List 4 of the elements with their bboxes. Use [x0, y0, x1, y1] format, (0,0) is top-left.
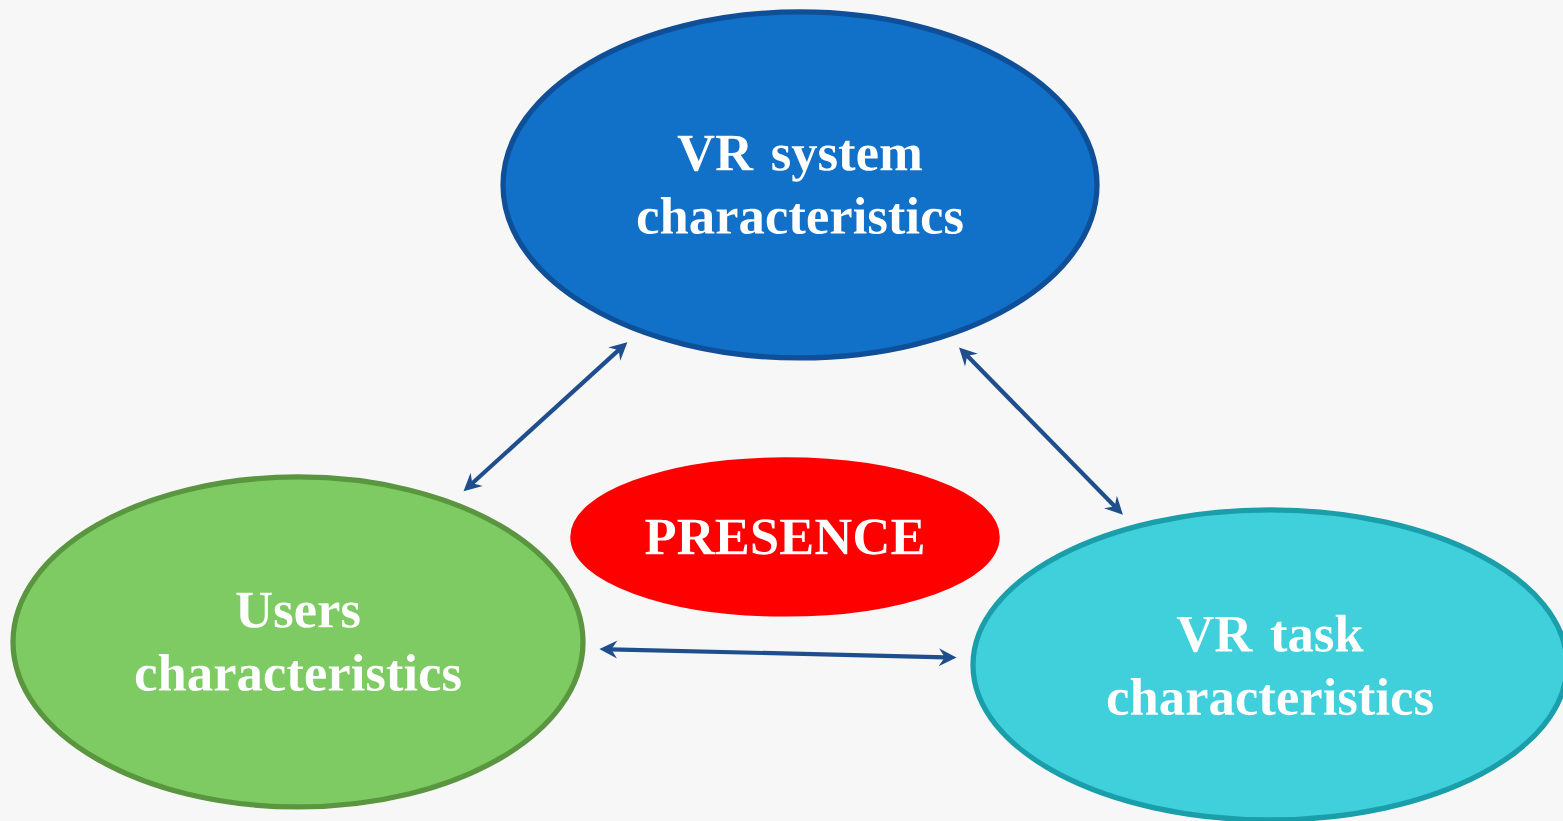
- ellipse-node: Users characteristics: [10, 474, 586, 810]
- ellipse-node: VR system characteristics: [500, 9, 1100, 361]
- ellipse-node: PRESENCE: [570, 457, 1000, 617]
- ellipse-node: VR task characteristics: [970, 507, 1563, 821]
